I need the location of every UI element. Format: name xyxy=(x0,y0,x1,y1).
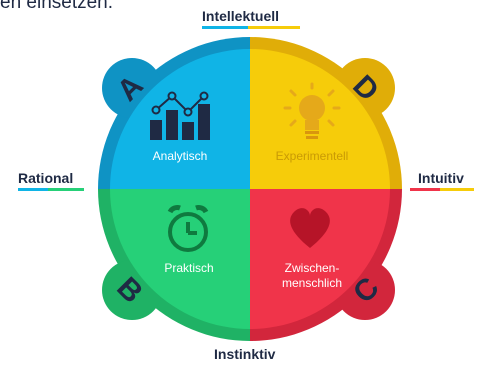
quadrant-d-shape xyxy=(250,37,402,189)
quadrant-b-shape xyxy=(98,189,250,341)
underline-yellow-right xyxy=(440,188,474,191)
bar-chart-icon xyxy=(150,91,210,140)
quadrant-d-label: Experimentell xyxy=(276,149,349,163)
axis-label-bottom: Instinktiv xyxy=(214,346,276,362)
underline-blue-top xyxy=(202,26,248,29)
axis-label-right: Intuitiv xyxy=(418,170,464,186)
quadrant-c-shape xyxy=(250,189,402,341)
underline-yellow-top xyxy=(248,26,300,29)
heart-icon xyxy=(290,208,330,248)
quadrant-c-label-line1: Zwischen- xyxy=(285,261,340,275)
quadrant-b-label: Praktisch xyxy=(164,261,213,275)
underline-red-right xyxy=(410,188,440,191)
cut-off-header-text: en einsetzen. xyxy=(0,0,114,13)
quadrant-a-label: Analytisch xyxy=(153,149,208,163)
lightbulb-icon xyxy=(283,82,341,139)
underline-green-left xyxy=(48,188,84,191)
underline-blue-left xyxy=(18,188,48,191)
quadrant-c-label-line2: menschlich xyxy=(282,276,342,290)
alarm-clock-icon xyxy=(167,205,209,252)
axis-label-left: Rational xyxy=(18,170,74,186)
axis-label-top: Intellektuell xyxy=(202,8,280,24)
